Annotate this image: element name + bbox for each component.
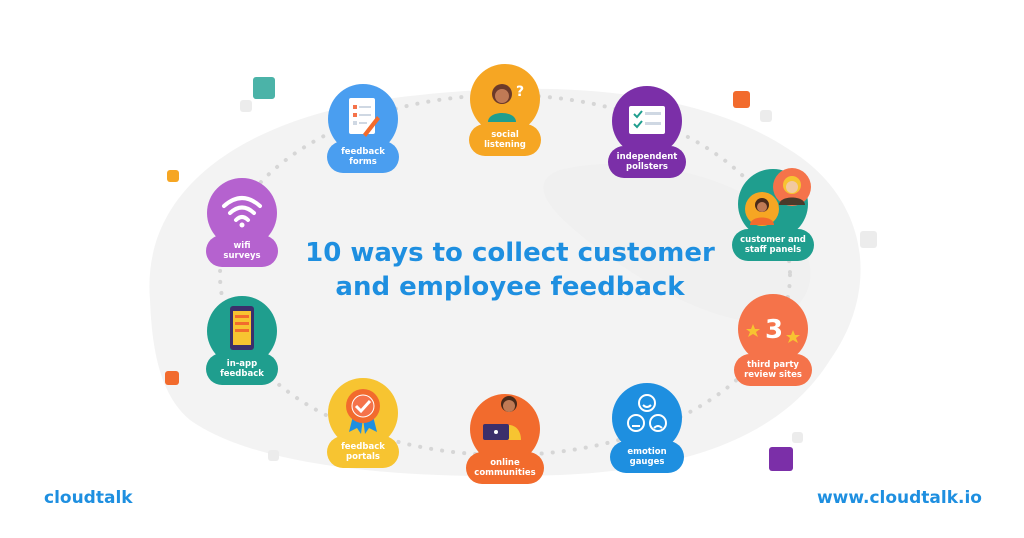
node-in-app-feedback: in-app feedback xyxy=(202,296,282,388)
node-customer-and-staff-panels: customer and staff panels xyxy=(730,165,816,261)
deco-square-coral xyxy=(165,371,179,385)
deco-square-teal xyxy=(253,77,275,99)
node-wifi-surveys: wifi surveys xyxy=(202,178,282,270)
person-laptop-icon xyxy=(483,396,521,440)
node-label: wifi surveys xyxy=(206,235,278,267)
node-emotion-gauges: emotion gauges xyxy=(606,383,688,475)
rating-number: 3 xyxy=(765,315,783,345)
phone-app-icon xyxy=(230,306,254,350)
deco-square-orange xyxy=(733,91,750,108)
deco-square-orange xyxy=(167,170,179,182)
node-social-listening: ? social listening xyxy=(465,64,545,156)
stars-rating-icon: 3 xyxy=(746,315,800,345)
node-feedback-forms: feedback forms xyxy=(323,84,403,176)
node-label: independent pollsters xyxy=(608,146,686,178)
badge-check-icon xyxy=(346,389,380,434)
node-online-communities: online communities xyxy=(462,394,548,486)
deco-square-grey xyxy=(268,450,279,461)
node-independent-pollsters: independent pollsters xyxy=(606,86,688,178)
brand-website: www.cloudtalk.io xyxy=(816,488,982,508)
main-title: 10 ways to collect customer and employee… xyxy=(250,236,770,304)
node-feedback-portals: feedback portals xyxy=(323,378,403,470)
deco-square-grey xyxy=(240,100,252,112)
node-label: feedback portals xyxy=(327,436,399,468)
deco-square-grey xyxy=(860,231,877,248)
form-icon xyxy=(349,98,380,137)
brand-logo: cloudtalk xyxy=(44,488,133,508)
deco-square-grey xyxy=(792,432,803,443)
node-third-party-review-sites: 3 third party review sites xyxy=(730,290,816,386)
emoji-faces-icon xyxy=(627,394,667,432)
title-line-2: and employee feedback xyxy=(335,272,685,302)
people-icon xyxy=(745,168,811,226)
checklist-icon xyxy=(629,106,665,134)
wifi-icon xyxy=(222,196,262,228)
deco-square-grey xyxy=(760,110,772,122)
node-label: emotion gauges xyxy=(610,441,684,473)
deco-square-purple xyxy=(769,447,793,471)
node-label: feedback forms xyxy=(327,141,399,173)
node-label: customer and staff panels xyxy=(732,229,814,261)
node-label: online communities xyxy=(466,452,544,484)
svg-text:?: ? xyxy=(516,84,524,100)
node-label: third party review sites xyxy=(734,354,812,386)
title-line-1: 10 ways to collect customer xyxy=(305,238,715,268)
node-label: in-app feedback xyxy=(206,353,278,385)
node-label: social listening xyxy=(469,124,541,156)
person-question-icon: ? xyxy=(488,84,524,122)
